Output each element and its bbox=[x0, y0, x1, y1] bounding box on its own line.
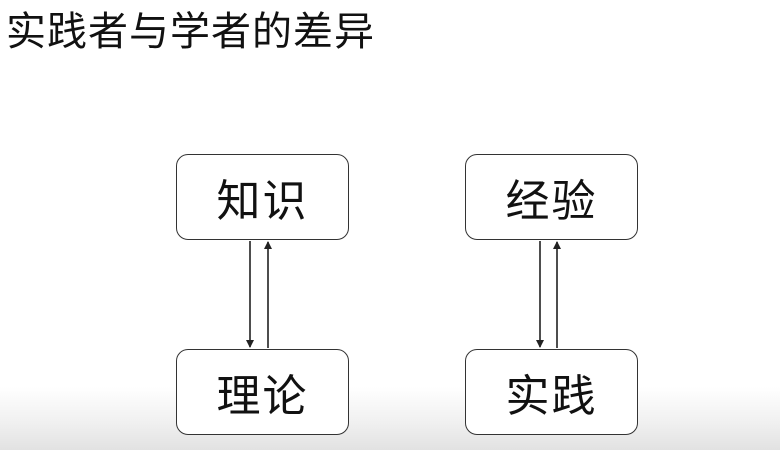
node-practice-label: 实践 bbox=[505, 371, 598, 422]
slide-title: 实践者与学者的差异 bbox=[6, 9, 375, 55]
node-knowledge-label: 知识 bbox=[216, 176, 309, 227]
node-experience-label: 经验 bbox=[505, 176, 598, 227]
node-theory-label: 理论 bbox=[216, 371, 309, 422]
node-practice: 实践 bbox=[465, 349, 638, 435]
node-experience: 经验 bbox=[465, 154, 638, 240]
node-knowledge: 知识 bbox=[176, 154, 349, 240]
node-theory: 理论 bbox=[176, 349, 349, 435]
